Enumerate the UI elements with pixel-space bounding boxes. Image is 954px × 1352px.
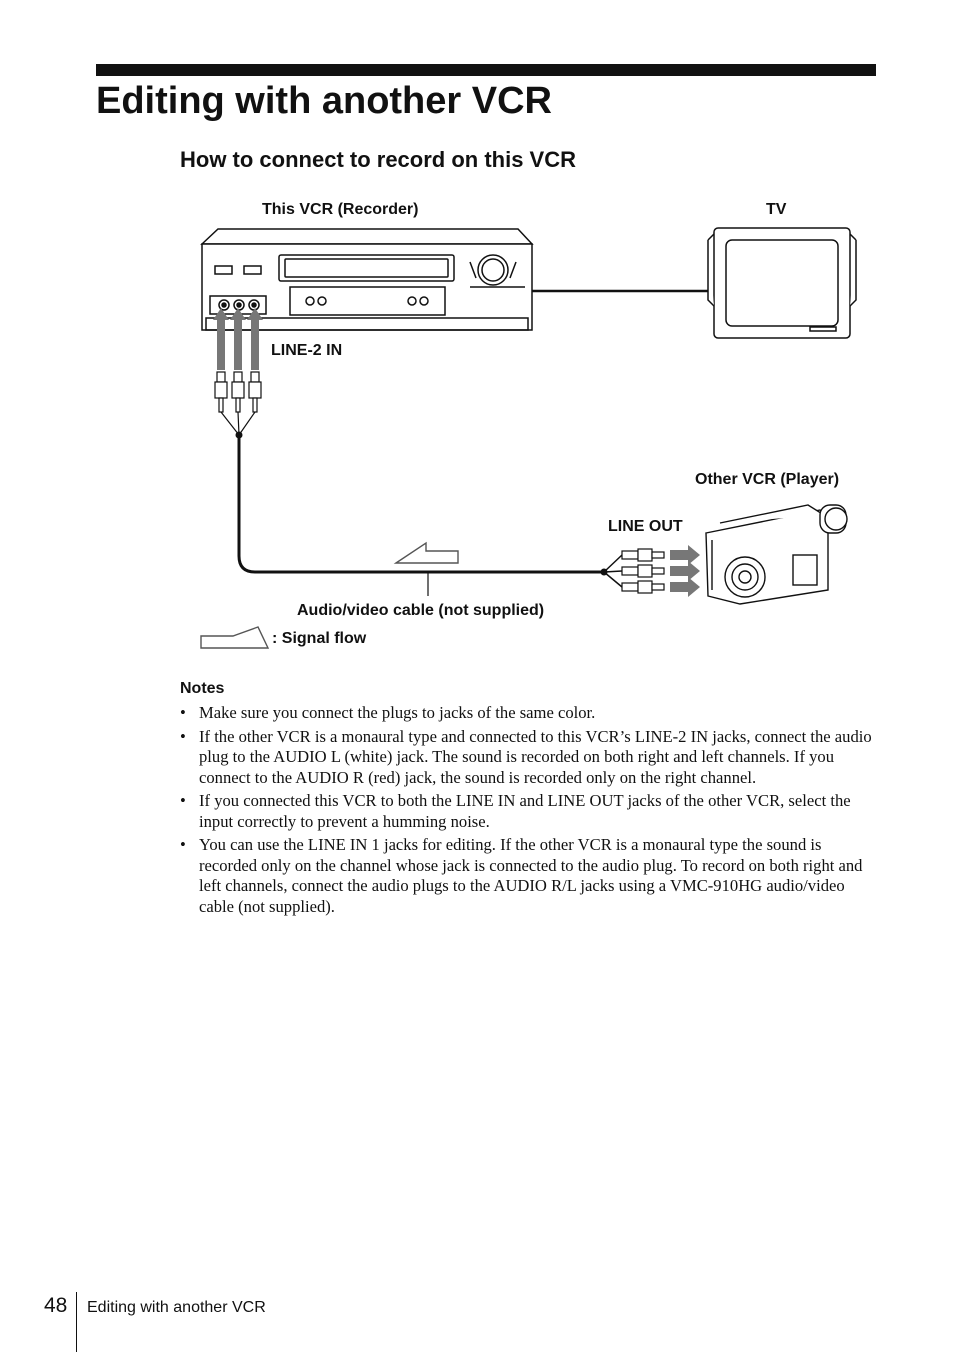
av-cable — [237, 435, 604, 574]
rca-plug-icon — [214, 371, 262, 436]
other-vcr-label: Other VCR (Player) — [695, 471, 840, 488]
section-heading: How to connect to record on this VCR — [180, 147, 577, 172]
signal-flow-legend-icon — [200, 626, 270, 649]
footer-section-title: Editing with another VCR — [87, 1299, 266, 1316]
vcr-recorder-icon — [200, 228, 534, 331]
tv-label: TV — [766, 201, 787, 218]
bullet: • — [180, 726, 186, 746]
cable-label: Audio/video cable (not supplied) — [297, 602, 545, 619]
signal-flow-arrow-icon — [393, 541, 459, 564]
connection-diagram — [200, 227, 857, 649]
top-rule — [96, 64, 876, 76]
bullet: • — [180, 791, 186, 810]
signal-flow-label: : Signal flow — [272, 630, 367, 647]
line-out-label: LINE OUT — [608, 518, 683, 535]
this-vcr-label: This VCR (Recorder) — [262, 201, 419, 218]
note-item: •Make sure you connect the plugs to jack… — [180, 703, 596, 722]
notes-list: •Make sure you connect the plugs to jack… — [180, 703, 880, 920]
bullet: • — [180, 703, 186, 722]
notes-heading: Notes — [180, 680, 225, 697]
note-item: •If the other VCR is a monaural type and… — [180, 726, 872, 787]
page-number: 48 — [44, 1294, 68, 1317]
note-item: •You can use the LINE IN 1 jacks for edi… — [180, 835, 863, 916]
bullet: • — [180, 835, 186, 854]
input-arrows — [213, 308, 263, 370]
page-title: Editing with another VCR — [96, 80, 552, 122]
note-item: •If you connected this VCR to both the L… — [180, 791, 851, 831]
footer-divider — [76, 1292, 77, 1352]
line2-in-label: LINE-2 IN — [271, 342, 343, 359]
camcorder-icon — [705, 504, 848, 605]
output-arrows — [670, 545, 700, 597]
tv-icon — [707, 227, 857, 339]
line-out-plugs — [621, 548, 665, 594]
